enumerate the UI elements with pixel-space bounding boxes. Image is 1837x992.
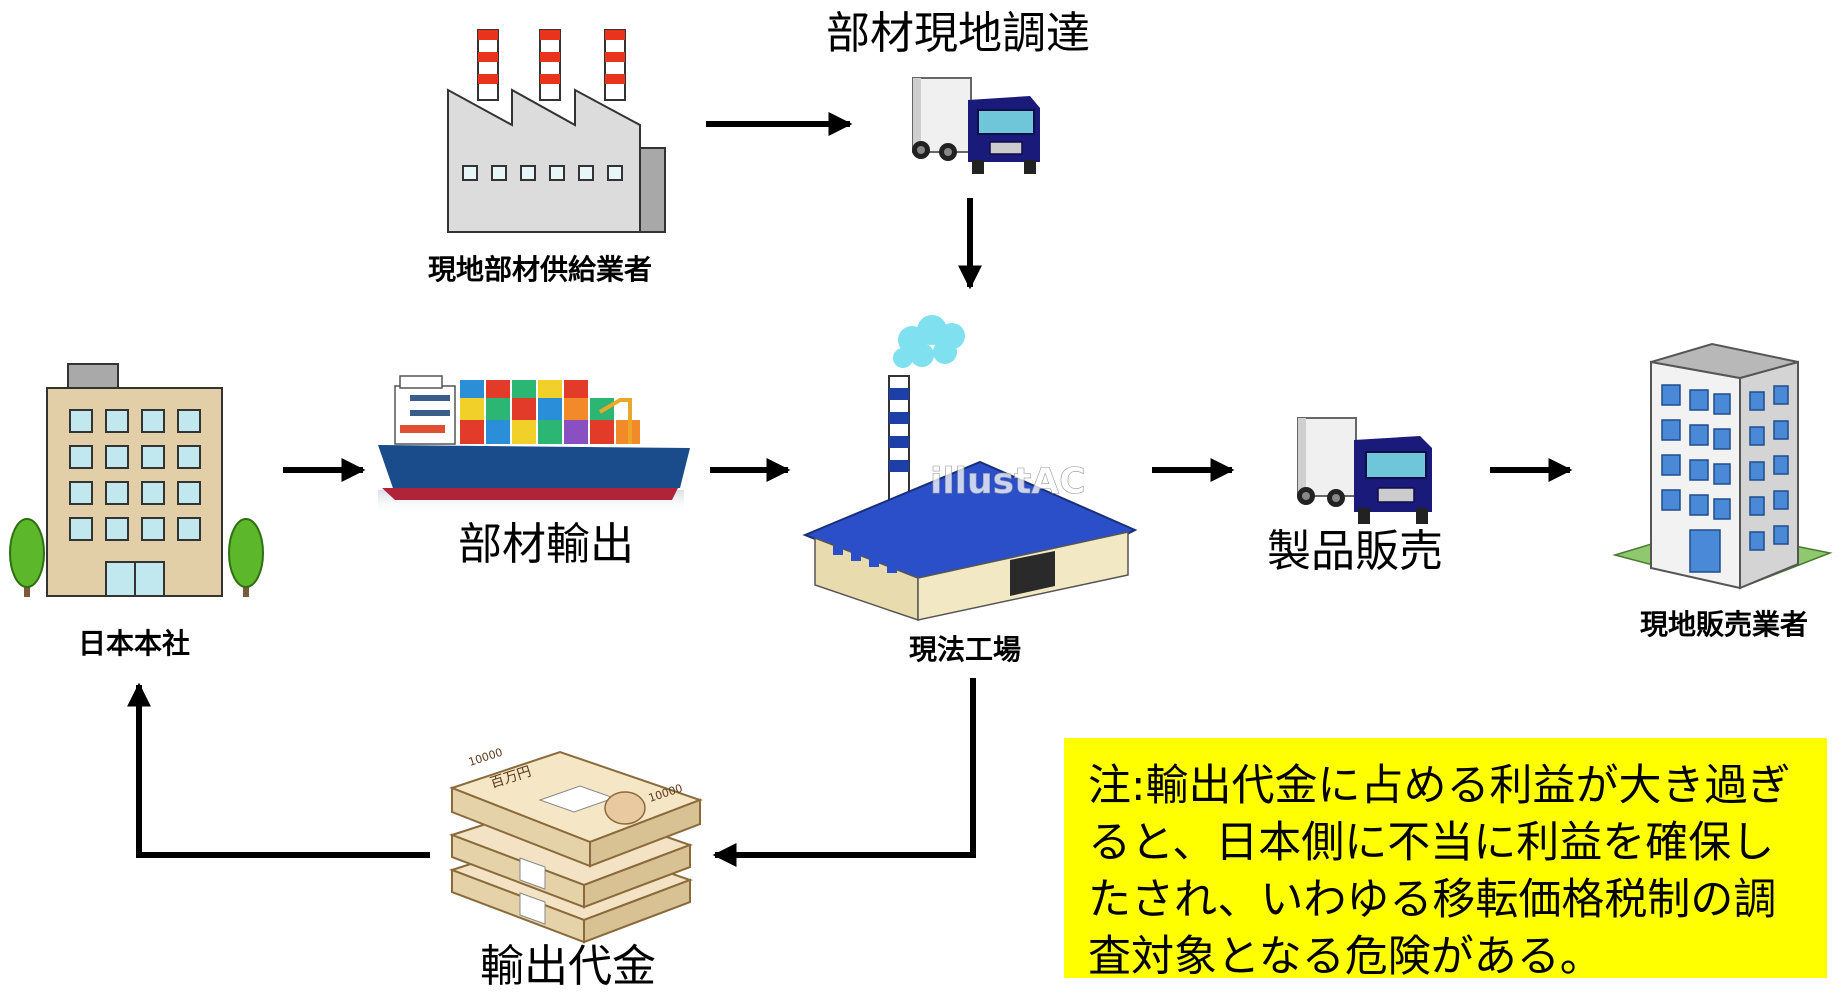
note-text: 注:輸出代金に占める利益が大き過ぎると、日本側に不当に利益を確保したされ、いわゆ…: [1088, 761, 1791, 982]
local-procurement-label: 部材現地調達: [826, 8, 1090, 59]
export-payment-label: 輸出代金: [480, 941, 656, 992]
smokestack-factory-icon: [802, 315, 1138, 622]
local-factory-label: 現法工場: [909, 633, 1022, 666]
hq-label: 日本本社: [78, 627, 191, 660]
container-stack: [460, 380, 640, 444]
arrow-money-to-hq: [127, 682, 430, 858]
parts-export-label: 部材輸出: [458, 519, 634, 570]
flow-arrows: [127, 112, 1573, 867]
money-stack-icon: 百万円 10000 10000: [448, 746, 703, 944]
tree-icon: [9, 518, 45, 597]
product-sales-label: 製品販売: [1267, 526, 1443, 577]
office-building-icon: [46, 363, 223, 597]
money-note-number: 10000: [467, 746, 504, 769]
skyscraper-icon: [1612, 342, 1833, 590]
cargo-ship-icon: [378, 375, 690, 515]
local-seller-label: 現地販売業者: [1640, 608, 1809, 641]
chimney: [477, 29, 499, 101]
supplier-label: 現地部材供給業者: [428, 253, 653, 286]
note-box: 注:輸出代金に占める利益が大き過ぎると、日本側に不当に利益を確保したされ、いわゆ…: [1064, 738, 1827, 982]
chimney: [539, 29, 561, 101]
truck-icon: [1297, 417, 1432, 524]
smoke: [893, 315, 965, 368]
truck-icon: [912, 77, 1040, 174]
watermark: illustAC: [930, 461, 1086, 502]
supplier-factory-icon: [447, 29, 666, 233]
arrow-factory-to-money: [712, 678, 976, 867]
chimney: [604, 29, 626, 101]
tree-icon: [228, 518, 264, 597]
